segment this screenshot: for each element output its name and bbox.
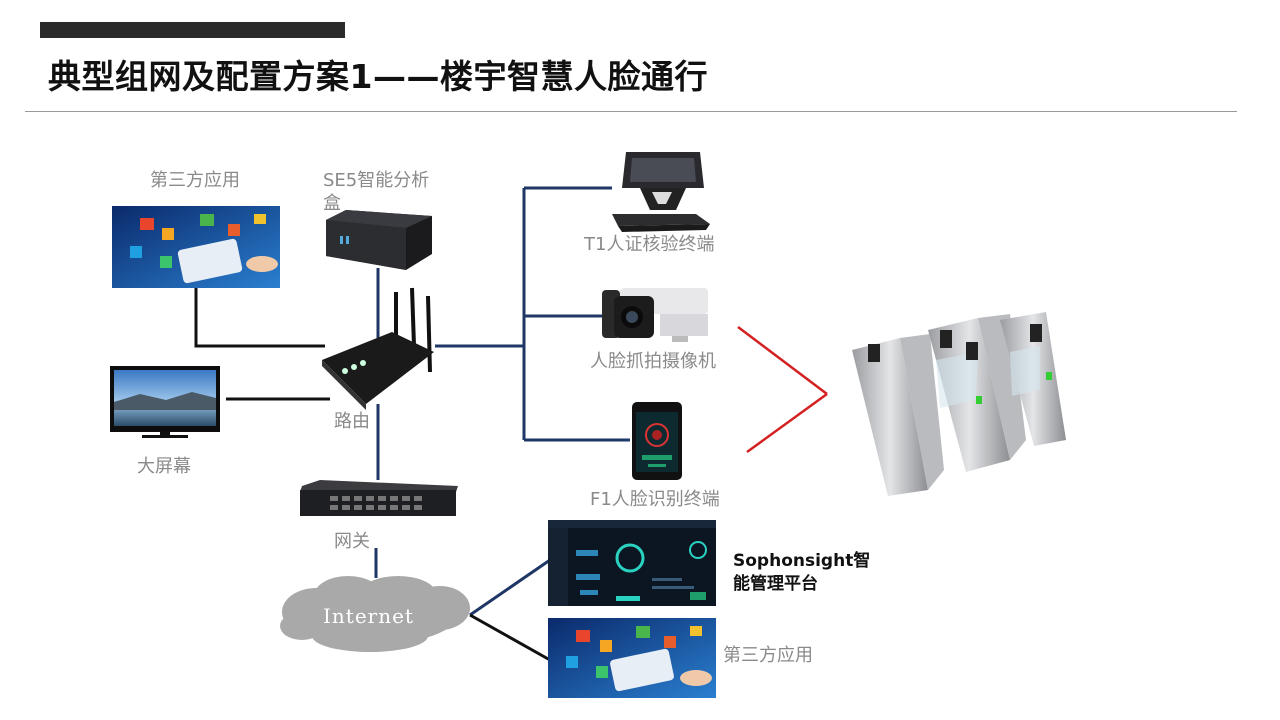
third-party-app-top-label: 第三方应用 bbox=[150, 170, 240, 191]
se5-box-label-line1: SE5智能分析 bbox=[323, 170, 430, 191]
black-links bbox=[194, 288, 551, 662]
sophonsight-dashboard-image bbox=[548, 520, 716, 606]
sophonsight-label-line2: 能管理平台 bbox=[733, 574, 818, 594]
router-label: 路由 bbox=[334, 411, 370, 432]
slide-title: 典型组网及配置方案1——楼宇智慧人脸通行 bbox=[48, 57, 708, 96]
internet-cloud bbox=[280, 576, 470, 652]
navy-links bbox=[374, 186, 630, 617]
router-image bbox=[322, 287, 434, 410]
big-screen-image bbox=[110, 366, 220, 438]
face-camera-label: 人脸抓拍摄像机 bbox=[590, 351, 716, 372]
link-camera-gate bbox=[737, 326, 828, 395]
t1-terminal-image bbox=[612, 152, 710, 232]
header-accent-bar bbox=[40, 22, 345, 38]
face-camera-image bbox=[602, 288, 708, 342]
internet-label: Internet bbox=[323, 604, 414, 628]
link-internet-app bbox=[469, 613, 551, 662]
f1-terminal-image bbox=[632, 402, 682, 480]
gateway-image bbox=[300, 480, 458, 516]
third-party-app-top-image bbox=[112, 206, 280, 288]
link-app-router bbox=[194, 288, 325, 348]
f1-terminal-label: F1人脸识别终端 bbox=[590, 489, 720, 510]
big-screen-label: 大屏幕 bbox=[137, 456, 191, 477]
t1-terminal-label: T1人证核验终端 bbox=[584, 234, 715, 255]
sophonsight-label-line1: Sophonsight智 bbox=[733, 551, 871, 571]
link-f1-gate bbox=[746, 392, 828, 454]
gateway-label: 网关 bbox=[334, 531, 370, 552]
third-party-app-bottom-label: 第三方应用 bbox=[723, 645, 813, 666]
red-links bbox=[737, 326, 828, 454]
se5-box-image bbox=[326, 210, 432, 270]
third-party-app-bottom-image bbox=[548, 618, 716, 698]
header-divider bbox=[25, 111, 1237, 112]
turnstile-gates-image bbox=[852, 312, 1066, 496]
se5-box-label-line2: 盒 bbox=[323, 193, 341, 214]
link-internet-sophonsight bbox=[469, 558, 551, 617]
